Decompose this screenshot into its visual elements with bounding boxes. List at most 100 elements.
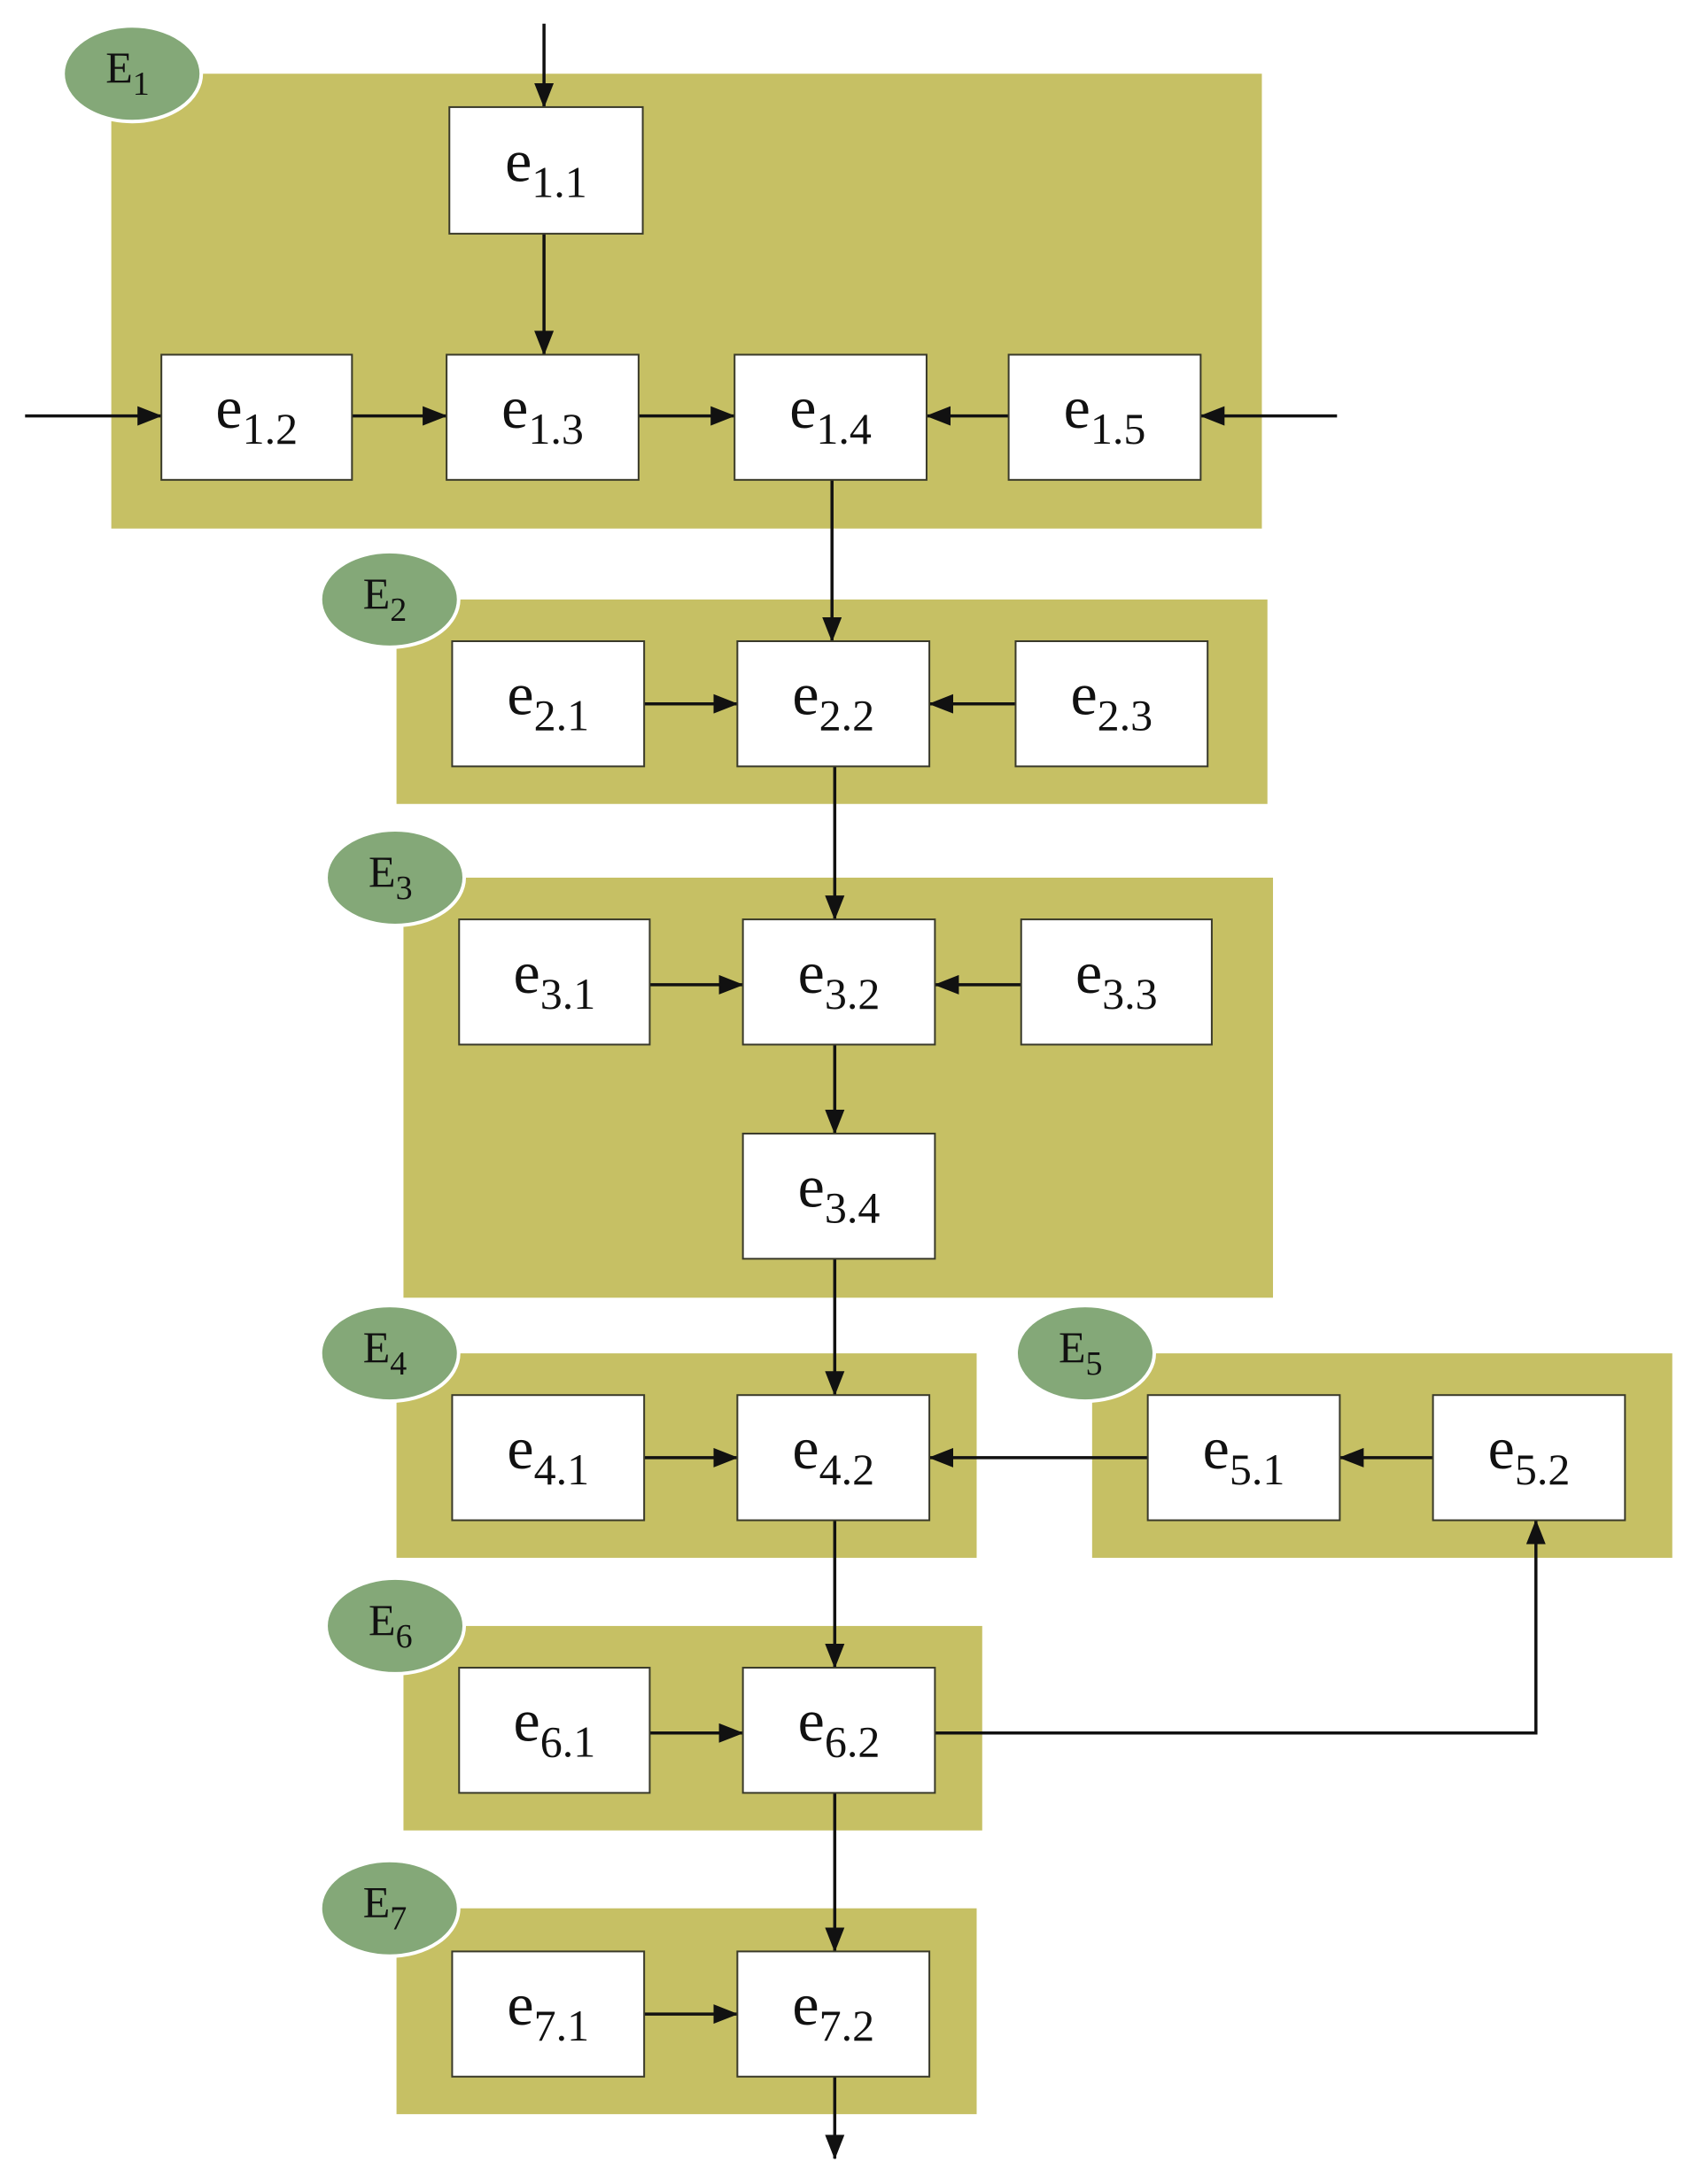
node-e1-4: e1.4 — [733, 353, 927, 481]
group-e3-tag: E3 — [324, 827, 467, 927]
node-label: e3.1 — [514, 939, 596, 1018]
node-label: e6.2 — [798, 1687, 881, 1767]
group-tag-label: E5 — [1059, 1322, 1103, 1382]
node-label: e7.1 — [507, 1971, 589, 2050]
node-label: e2.1 — [507, 661, 589, 740]
node-label: e1.3 — [501, 374, 584, 453]
node-letter: e — [505, 127, 532, 194]
node-e5-2: e5.2 — [1432, 1394, 1626, 1522]
group-tag-subscript: 7 — [390, 1901, 407, 1938]
node-letter: e — [1203, 1414, 1230, 1482]
node-e2-2: e2.2 — [736, 640, 931, 768]
group-e6-tag: E6 — [324, 1576, 467, 1676]
node-box — [736, 1394, 931, 1522]
node-subscript: 6.1 — [540, 1717, 596, 1767]
node-subscript: 5.1 — [1230, 1444, 1285, 1494]
node-letter: e — [798, 1687, 825, 1754]
node-subscript: 7.1 — [534, 2001, 590, 2050]
node-label: e1.5 — [1064, 374, 1146, 453]
node-label: e1.2 — [215, 374, 298, 453]
node-letter: e — [501, 374, 528, 441]
group-tag-label: E1 — [105, 43, 150, 103]
group-tag-subscript: 1 — [133, 66, 150, 103]
node-subscript: 1.5 — [1090, 404, 1146, 453]
node-box — [1020, 918, 1213, 1046]
node-box — [451, 1394, 646, 1522]
node-box — [458, 1667, 651, 1794]
group-tag-label: E4 — [363, 1322, 407, 1382]
node-letter: e — [507, 661, 533, 728]
node-letter: e — [215, 374, 242, 441]
node-letter: e — [514, 939, 540, 1006]
group-e7-tag: E7 — [318, 1858, 461, 1958]
group-tag-subscript: 2 — [390, 592, 407, 629]
node-label: e3.2 — [798, 939, 881, 1018]
node-letter: e — [792, 1971, 819, 2038]
group-tag-ellipse — [318, 1858, 461, 1958]
node-letter: e — [798, 939, 825, 1006]
node-label: e2.2 — [792, 661, 874, 740]
node-box — [1432, 1394, 1626, 1522]
group-tag-subscript: 5 — [1086, 1345, 1103, 1382]
node-letter: e — [507, 1971, 533, 2038]
node-letter: e — [792, 1414, 819, 1482]
group-tag-letter: E — [363, 1878, 391, 1927]
group-tag-label: E7 — [363, 1878, 407, 1938]
node-subscript: 2.3 — [1098, 691, 1153, 740]
node-label: e1.4 — [789, 374, 872, 453]
node-letter: e — [1488, 1414, 1515, 1482]
node-e6-1: e6.1 — [458, 1667, 651, 1794]
group-tag-letter: E — [369, 847, 396, 896]
group-tag-ellipse — [324, 827, 467, 927]
node-subscript: 6.2 — [825, 1717, 881, 1767]
node-subscript: 1.1 — [532, 157, 587, 206]
node-box — [451, 640, 646, 768]
group-tag-ellipse — [318, 549, 461, 649]
group-tag-letter: E — [369, 1595, 396, 1645]
node-label: e7.2 — [792, 1971, 874, 2050]
node-e5-1: e5.1 — [1146, 1394, 1341, 1522]
node-box — [160, 353, 353, 481]
node-label: e5.2 — [1488, 1414, 1571, 1494]
node-subscript: 2.2 — [819, 691, 875, 740]
node-e1-1: e1.1 — [448, 105, 644, 235]
node-e6-2: e6.2 — [741, 1667, 936, 1794]
node-e4-2: e4.2 — [736, 1394, 931, 1522]
node-box — [446, 353, 640, 481]
node-box — [741, 918, 936, 1046]
group-e5-tag: E5 — [1013, 1304, 1156, 1404]
group-tag-subscript: 6 — [396, 1618, 413, 1655]
group-tag-subscript: 4 — [390, 1345, 407, 1382]
node-e1-2: e1.2 — [160, 353, 353, 481]
group-tag-letter: E — [1059, 1322, 1086, 1372]
node-e7-2: e7.2 — [736, 1950, 931, 2078]
node-box — [1146, 1394, 1341, 1522]
node-letter: e — [1070, 661, 1097, 728]
group-tag-label: E3 — [369, 847, 413, 907]
node-box — [736, 640, 931, 768]
node-box — [448, 105, 644, 235]
node-e2-3: e2.3 — [1014, 640, 1209, 768]
node-label: e3.4 — [798, 1153, 881, 1233]
node-e2-1: e2.1 — [451, 640, 646, 768]
edge-e6-2-to-e5-2 — [935, 1519, 1546, 1735]
node-subscript: 4.1 — [534, 1444, 590, 1494]
node-e1-5: e1.5 — [1007, 353, 1202, 481]
node-subscript: 1.2 — [243, 404, 299, 453]
node-label: e3.3 — [1075, 939, 1158, 1018]
node-e7-1: e7.1 — [451, 1950, 646, 2078]
node-label: e4.2 — [792, 1414, 874, 1494]
node-box — [451, 1950, 646, 2078]
group-tag-label: E6 — [369, 1595, 413, 1655]
node-subscript: 5.2 — [1515, 1444, 1571, 1494]
node-letter: e — [514, 1687, 540, 1754]
group-tag-letter: E — [363, 1322, 391, 1372]
group-tag-ellipse — [61, 24, 204, 124]
node-subscript: 3.4 — [825, 1183, 881, 1233]
node-subscript: 2.1 — [534, 691, 590, 740]
node-letter: e — [507, 1414, 533, 1482]
group-e2-tag: E2 — [318, 549, 461, 649]
node-letter: e — [792, 661, 819, 728]
group-tag-label: E2 — [363, 569, 407, 629]
